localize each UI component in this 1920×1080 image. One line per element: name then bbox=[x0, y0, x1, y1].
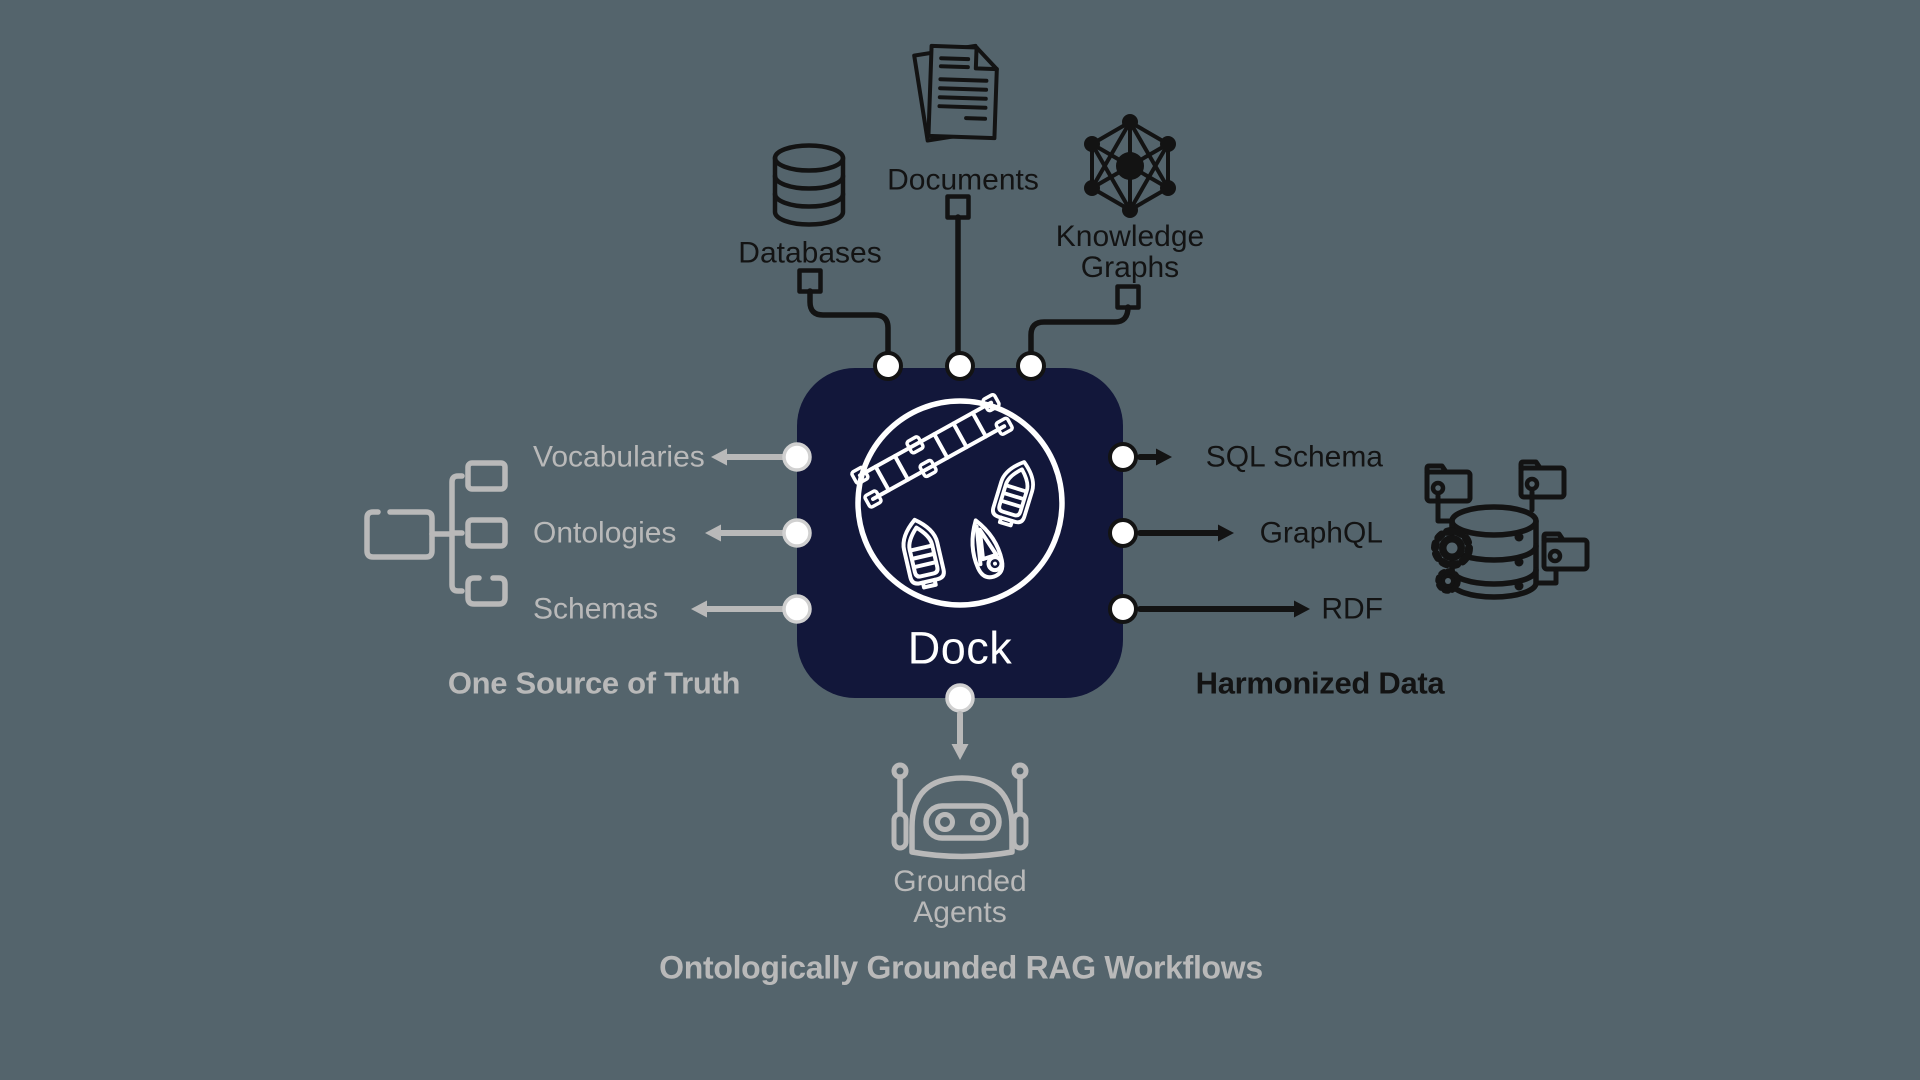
documents-icon bbox=[912, 43, 999, 143]
documents-port bbox=[945, 194, 971, 220]
harmonized-caption: Harmonized Data bbox=[1195, 665, 1445, 701]
dock-title: Dock bbox=[907, 622, 1013, 674]
documents-label: Documents bbox=[887, 163, 1039, 197]
sql-schema-label: SQL Schema bbox=[1205, 440, 1383, 474]
knowledge-graphs-port bbox=[1115, 284, 1141, 310]
graphql-label: GraphQL bbox=[1259, 516, 1383, 550]
vocabularies-label: Vocabularies bbox=[533, 440, 705, 474]
agents-arrow bbox=[951, 711, 969, 760]
rdf-arrow bbox=[1137, 600, 1310, 618]
rdf-label: RDF bbox=[1321, 592, 1383, 626]
knowledge-graphs-label: Knowledge Graphs bbox=[1055, 220, 1205, 284]
graphql-arrow bbox=[1137, 524, 1234, 542]
schemas-label: Schemas bbox=[533, 592, 659, 626]
knowledge-graphs-icon bbox=[1084, 114, 1176, 218]
ontologies-label: Ontologies bbox=[533, 516, 677, 550]
one-source-caption: One Source of Truth bbox=[447, 665, 741, 701]
schemas-arrow bbox=[691, 600, 786, 618]
vocabularies-arrow bbox=[711, 448, 786, 466]
workflows-caption: Ontologically Grounded RAG Workflows bbox=[659, 949, 1263, 986]
databases-port bbox=[797, 268, 823, 294]
robot-icon bbox=[891, 762, 1029, 860]
hierarchy-icon bbox=[364, 460, 508, 607]
databases-connector bbox=[807, 288, 891, 356]
sql-schema-arrow bbox=[1137, 448, 1172, 466]
ontologies-arrow bbox=[705, 524, 786, 542]
grounded-agents-label: Grounded Agents bbox=[893, 865, 1027, 929]
harmonized-data-icon bbox=[1424, 459, 1590, 600]
databases-label: Databases bbox=[738, 236, 882, 270]
knowledge-graphs-connector bbox=[1028, 304, 1131, 356]
databases-icon bbox=[772, 143, 846, 227]
